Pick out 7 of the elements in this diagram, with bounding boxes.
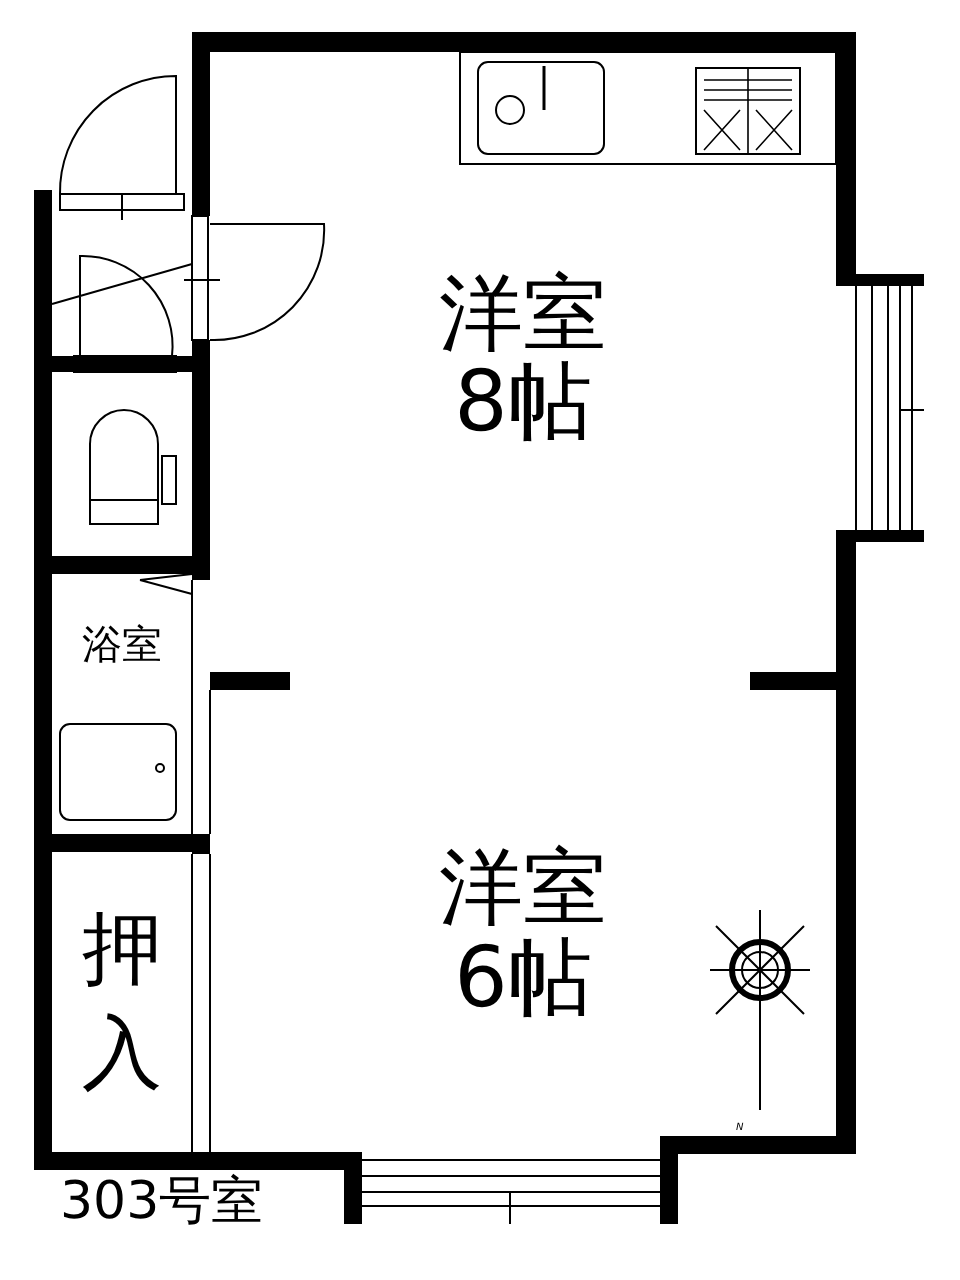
unit-number: 303号室 <box>60 1176 264 1231</box>
room-name: 8帖 <box>454 358 592 447</box>
room-name: 洋室 <box>439 269 607 358</box>
room-name: 洋室 <box>439 844 607 933</box>
room-name: 押入 <box>80 902 164 1104</box>
room-name: 6帖 <box>454 933 592 1022</box>
room-name: 浴室 <box>82 624 162 666</box>
